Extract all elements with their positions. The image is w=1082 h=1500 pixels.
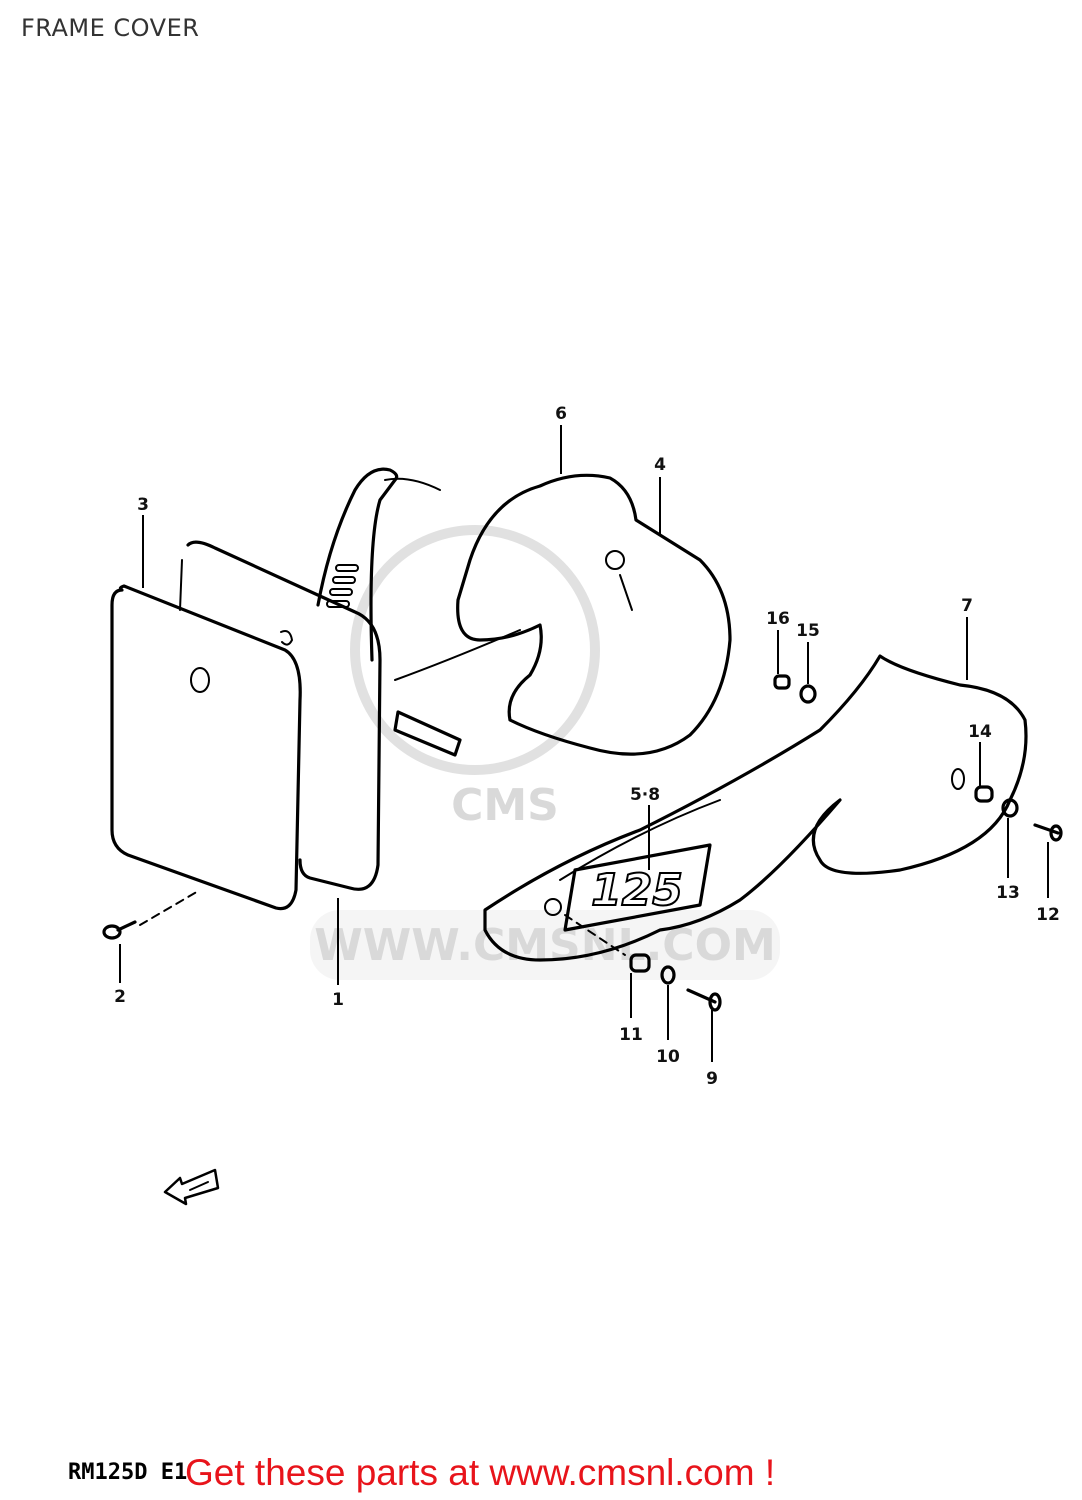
number-plate-bracket	[316, 467, 399, 662]
number-plate-clip	[280, 630, 294, 646]
grommet-14	[974, 785, 994, 803]
washer-15	[799, 684, 817, 704]
bracket-tab	[393, 710, 462, 757]
callout-3: 3	[137, 495, 149, 515]
callout-15: 15	[796, 621, 820, 641]
callout-14: 14	[968, 722, 992, 742]
callout-16: 16	[766, 609, 790, 629]
side-cover-right-hole	[951, 768, 965, 790]
model-code: RM125D E1	[68, 1460, 188, 1485]
number-plate-hole	[190, 667, 210, 693]
bolt-12	[1033, 823, 1063, 842]
grommet-16	[773, 674, 791, 690]
bracket-vents	[326, 564, 359, 608]
callout-10: 10	[656, 1047, 680, 1067]
callout-1: 1	[332, 990, 344, 1010]
callout-12: 12	[1036, 905, 1060, 925]
number-plate-front	[110, 584, 302, 911]
watermark-url: WWW.CMSNL.COM	[314, 920, 776, 971]
callout-11: 11	[619, 1025, 643, 1045]
dashed-link-grommet	[564, 914, 626, 956]
leader-lines	[119, 425, 1049, 1062]
side-cover-right	[483, 654, 1028, 962]
callout-7: 7	[961, 596, 973, 616]
watermark-banner	[310, 910, 780, 980]
callout-9: 9	[706, 1069, 718, 1089]
watermark: CMS WWW.CMSNL.COM	[310, 525, 780, 980]
front-direction-arrow-icon	[163, 1168, 220, 1206]
side-cover-right-grommet	[544, 898, 562, 916]
number-plate-back-edge	[179, 559, 183, 611]
grommet-11	[629, 953, 651, 973]
bracket-strap	[384, 477, 441, 491]
callout-4: 4	[654, 455, 666, 475]
side-cover-left-edge	[394, 629, 521, 681]
watermark-logo: CMS	[451, 780, 559, 831]
washer-10	[660, 965, 676, 985]
bolt-2	[102, 920, 137, 940]
washer-13	[1001, 798, 1019, 818]
callout-6: 6	[555, 404, 567, 424]
promo-link[interactable]: Get these parts at www.cmsnl.com !	[185, 1452, 776, 1493]
number-plate-back	[186, 540, 382, 891]
callout-5-8: 5·8	[630, 785, 660, 805]
side-cover-left	[456, 473, 732, 756]
dashed-link-bolt	[139, 889, 201, 926]
callout-13: 13	[996, 883, 1020, 903]
page-title: FRAME COVER	[21, 14, 200, 42]
callout-2: 2	[114, 987, 126, 1007]
side-cover-left-grommet	[605, 550, 625, 570]
decal-text: 125	[591, 865, 683, 916]
watermark-circle	[350, 525, 600, 775]
bolt-9	[686, 988, 722, 1012]
decal-plate	[563, 843, 712, 932]
side-cover-left-pin	[619, 574, 633, 611]
